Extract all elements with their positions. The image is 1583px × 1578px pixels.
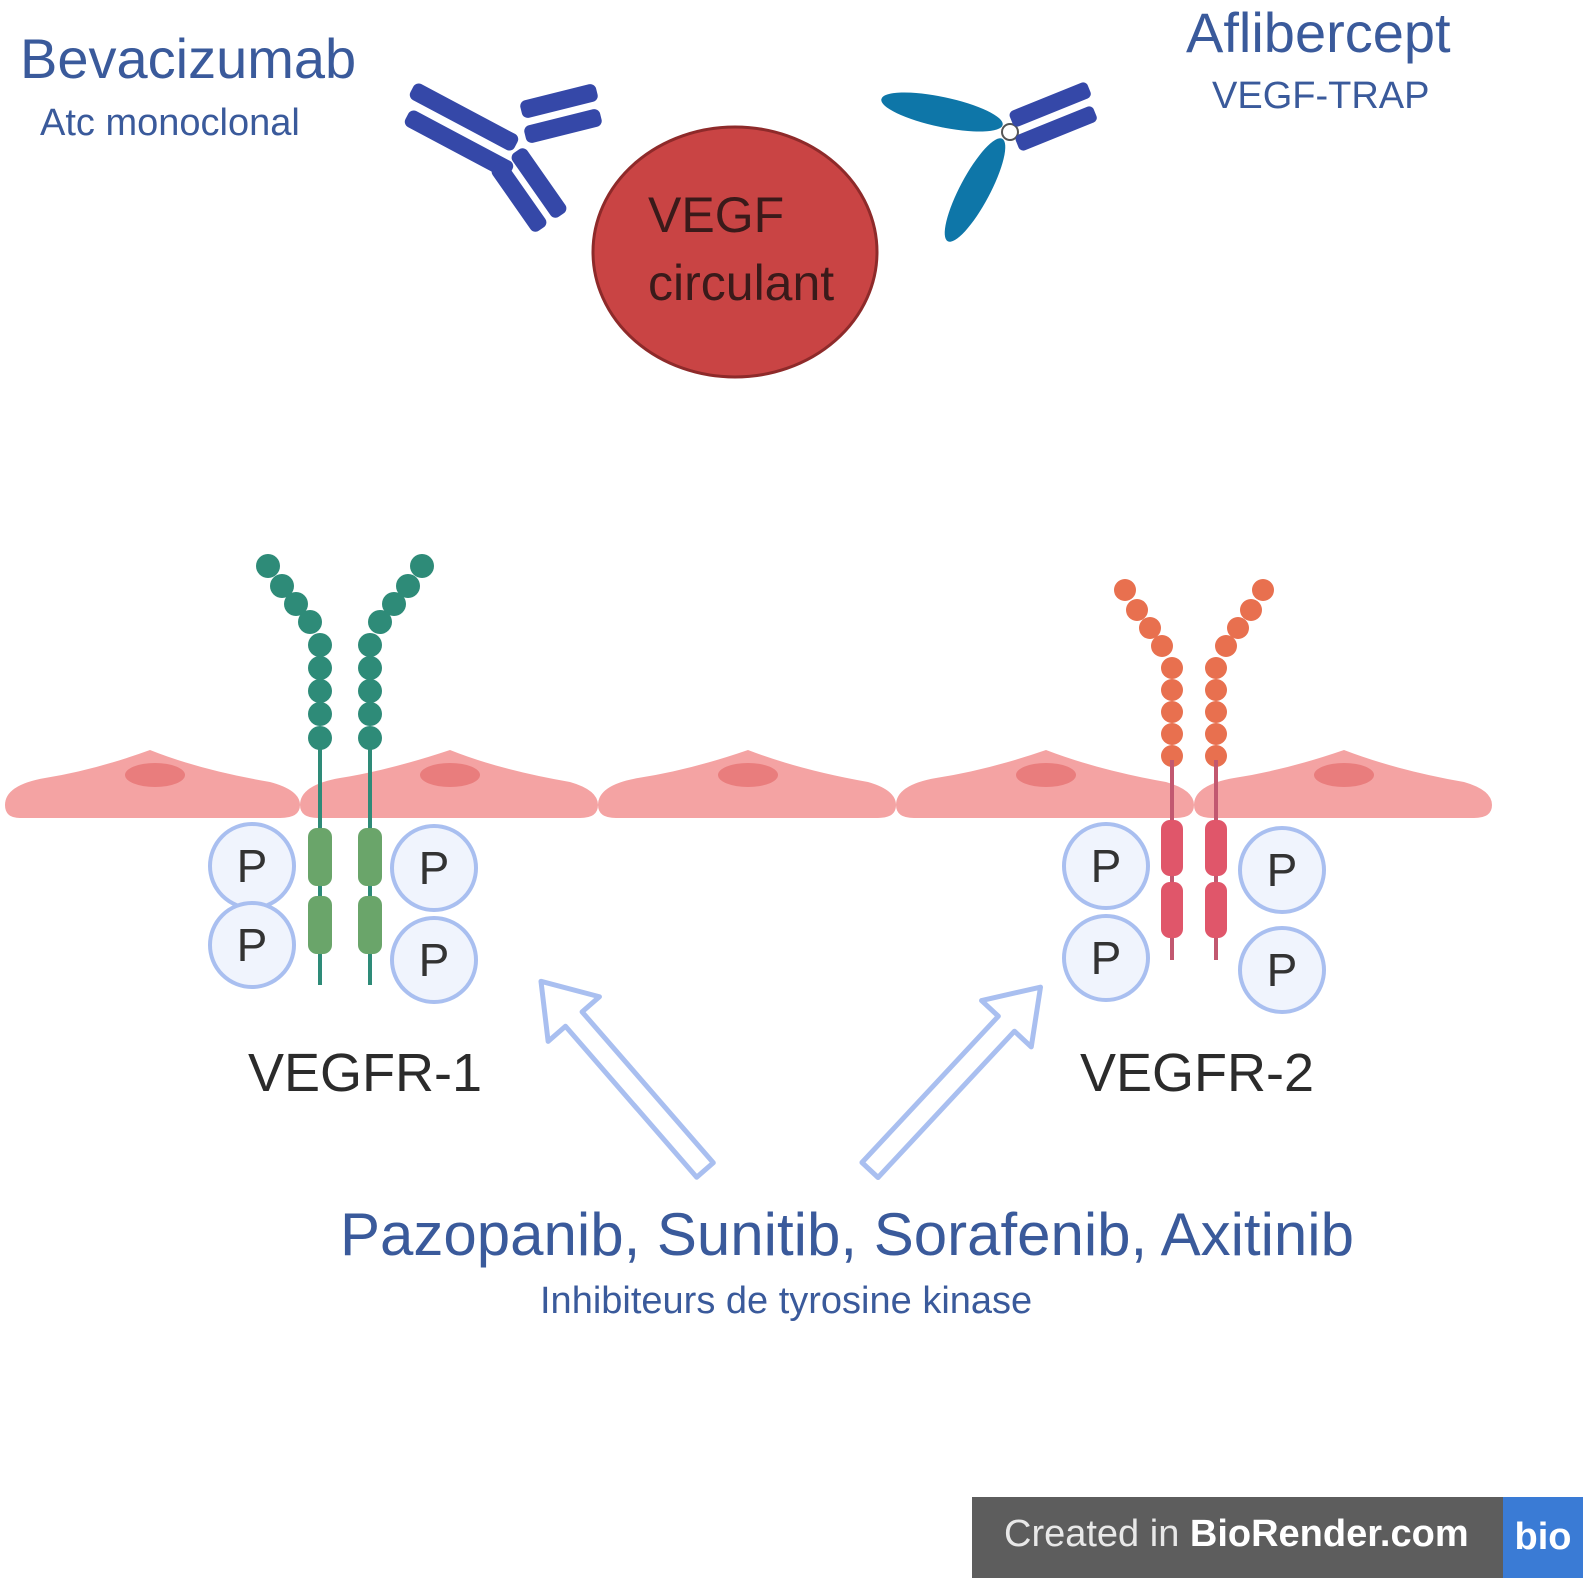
phosphate-icon — [1238, 926, 1326, 1014]
endothelial-cell-icon — [5, 750, 1492, 818]
phosphate-icon — [1238, 826, 1326, 914]
vegfr1-phosphates: P P P P — [208, 822, 478, 1004]
phosphate-label: P — [237, 840, 268, 892]
vegfr1-label: VEGFR-1 — [248, 1043, 483, 1103]
biorender-watermark: Created in BioRender.com bio — [972, 1497, 1583, 1578]
tki-arrow-right — [859, 984, 1043, 1181]
phosphate-label: P — [1267, 844, 1298, 896]
vegf-label-line1: VEGF — [648, 187, 784, 243]
tki-arrow-left — [538, 978, 716, 1180]
phosphate-label: P — [419, 934, 450, 986]
vegfr1-receptor-icon — [256, 554, 434, 985]
aflibercept-subtitle: VEGF-TRAP — [1212, 75, 1430, 117]
phosphate-label: P — [237, 919, 268, 971]
watermark-text: Created in BioRender.com — [1004, 1513, 1469, 1556]
phosphate-icon — [208, 901, 296, 989]
phosphate-icon — [390, 916, 478, 1004]
vegfr2-label: VEGFR-2 — [1080, 1043, 1315, 1103]
watermark-brand: BioRender.com — [1189, 1513, 1469, 1555]
bevacizumab-title: Bevacizumab — [20, 27, 357, 90]
vegf-trap-icon — [881, 82, 1097, 242]
phosphate-icon — [390, 824, 478, 912]
biorender-logo-icon: bio — [1503, 1497, 1583, 1578]
phosphate-icon — [1062, 822, 1150, 910]
watermark-prefix: Created in — [1004, 1513, 1180, 1555]
phosphate-label: P — [1091, 840, 1122, 892]
vegfr2-phosphates: P P P P — [1062, 822, 1326, 1014]
vegf-label-line2: circulant — [648, 255, 834, 311]
vegfr2-receptor-icon — [1114, 579, 1274, 960]
tki-subtitle: Inhibiteurs de tyrosine kinase — [540, 1280, 1033, 1322]
bevacizumab-subtitle: Atc monoclonal — [40, 102, 300, 144]
phosphate-label: P — [1267, 944, 1298, 996]
phosphate-icon — [1062, 914, 1150, 1002]
phosphate-label: P — [419, 842, 450, 894]
tki-drugs-label: Pazopanib, Sunitib, Sorafenib, Axitinib — [340, 1201, 1354, 1268]
aflibercept-title: Aflibercept — [1186, 1, 1451, 64]
antibody-icon — [404, 83, 602, 232]
vegf-protein-icon — [591, 125, 879, 379]
phosphate-label: P — [1091, 932, 1122, 984]
